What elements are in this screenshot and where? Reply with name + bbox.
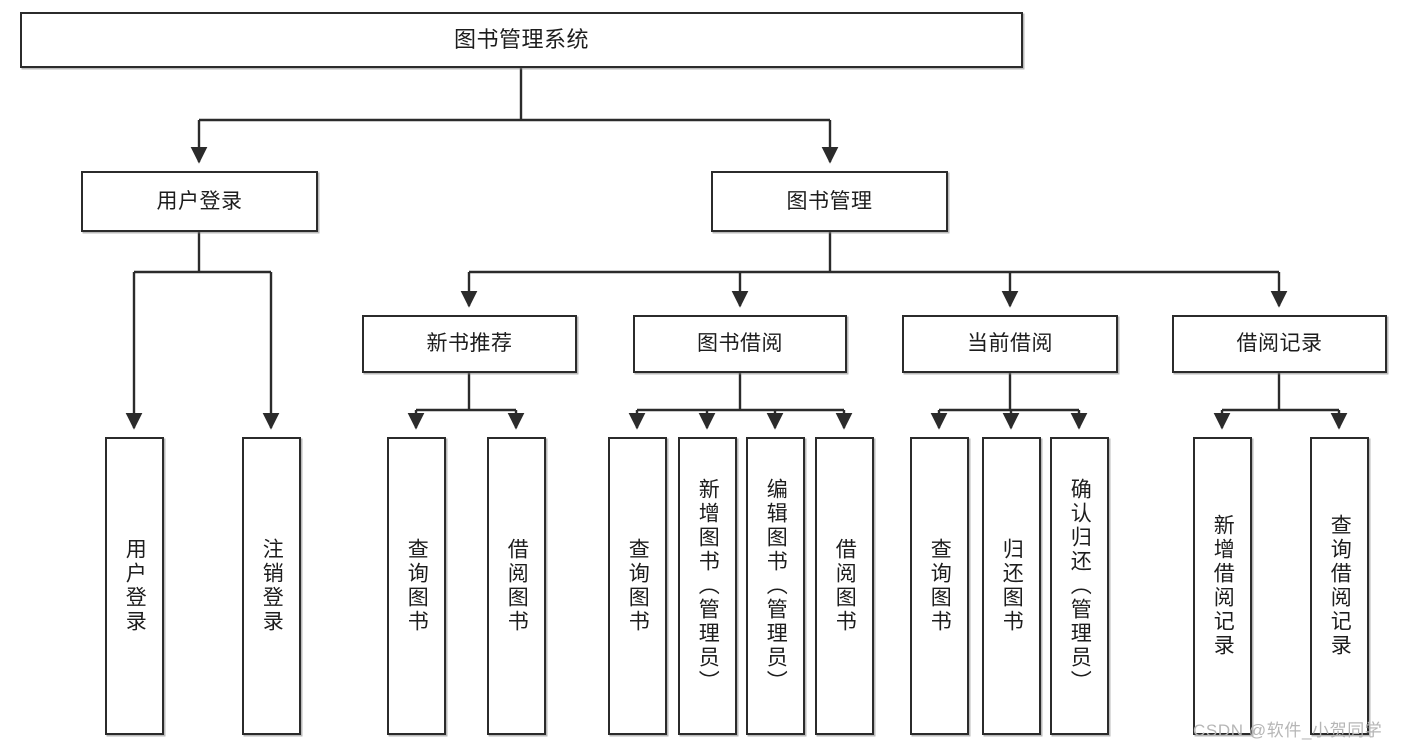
node-book-management[interactable]: 图书管理 <box>711 171 948 232</box>
leaf-logout[interactable]: 注销登录 <box>242 437 301 735</box>
node-new-book-recommend-label: 新书推荐 <box>426 332 513 356</box>
node-user-login-label: 用户登录 <box>156 189 243 213</box>
node-root[interactable]: 图书管理系统 <box>20 12 1023 68</box>
leaf-add-borrow-record[interactable]: 新增借阅记录 <box>1193 437 1252 735</box>
leaf-edit-book-admin-label: 编辑图书（管理员） <box>764 478 788 694</box>
leaf-return-book-label: 归还图书 <box>1000 538 1024 634</box>
node-root-label: 图书管理系统 <box>453 26 589 52</box>
leaf-user-login[interactable]: 用户登录 <box>105 437 164 735</box>
leaf-query-borrow-record-label: 查询借阅记录 <box>1328 514 1352 658</box>
leaf-query-book-borrow-label: 查询图书 <box>626 538 650 634</box>
leaf-query-book-current-label: 查询图书 <box>928 538 952 634</box>
leaf-add-book-admin-label: 新增图书（管理员） <box>696 478 720 694</box>
leaf-query-book-recommend[interactable]: 查询图书 <box>387 437 446 735</box>
node-current-borrow[interactable]: 当前借阅 <box>902 315 1118 373</box>
node-borrow-records-label: 借阅记录 <box>1236 332 1323 356</box>
node-book-management-label: 图书管理 <box>786 189 873 213</box>
node-borrow-records[interactable]: 借阅记录 <box>1172 315 1387 373</box>
leaf-borrow-book[interactable]: 借阅图书 <box>815 437 874 735</box>
leaf-borrow-book-recommend[interactable]: 借阅图书 <box>487 437 546 735</box>
leaf-confirm-return-admin-label: 确认归还（管理员） <box>1068 478 1092 694</box>
leaf-confirm-return-admin[interactable]: 确认归还（管理员） <box>1050 437 1109 735</box>
node-book-borrow[interactable]: 图书借阅 <box>633 315 847 373</box>
node-user-login[interactable]: 用户登录 <box>81 171 318 232</box>
node-current-borrow-label: 当前借阅 <box>967 332 1053 356</box>
leaf-borrow-book-recommend-label: 借阅图书 <box>505 538 529 634</box>
node-new-book-recommend[interactable]: 新书推荐 <box>362 315 577 373</box>
leaf-add-book-admin[interactable]: 新增图书（管理员） <box>678 437 737 735</box>
leaf-user-login-label: 用户登录 <box>123 538 147 634</box>
leaf-add-borrow-record-label: 新增借阅记录 <box>1211 514 1235 658</box>
csdn-watermark: CSDN @软件_小贺同学 <box>1193 721 1383 740</box>
leaf-logout-label: 注销登录 <box>260 538 284 634</box>
node-book-borrow-label: 图书借阅 <box>697 332 783 356</box>
leaf-query-book-borrow[interactable]: 查询图书 <box>608 437 667 735</box>
leaf-edit-book-admin[interactable]: 编辑图书（管理员） <box>746 437 805 735</box>
leaf-borrow-book-label: 借阅图书 <box>833 538 857 634</box>
leaf-query-book-current[interactable]: 查询图书 <box>910 437 969 735</box>
leaf-query-book-recommend-label: 查询图书 <box>405 538 429 634</box>
leaf-return-book[interactable]: 归还图书 <box>982 437 1041 735</box>
leaf-query-borrow-record[interactable]: 查询借阅记录 <box>1310 437 1369 735</box>
